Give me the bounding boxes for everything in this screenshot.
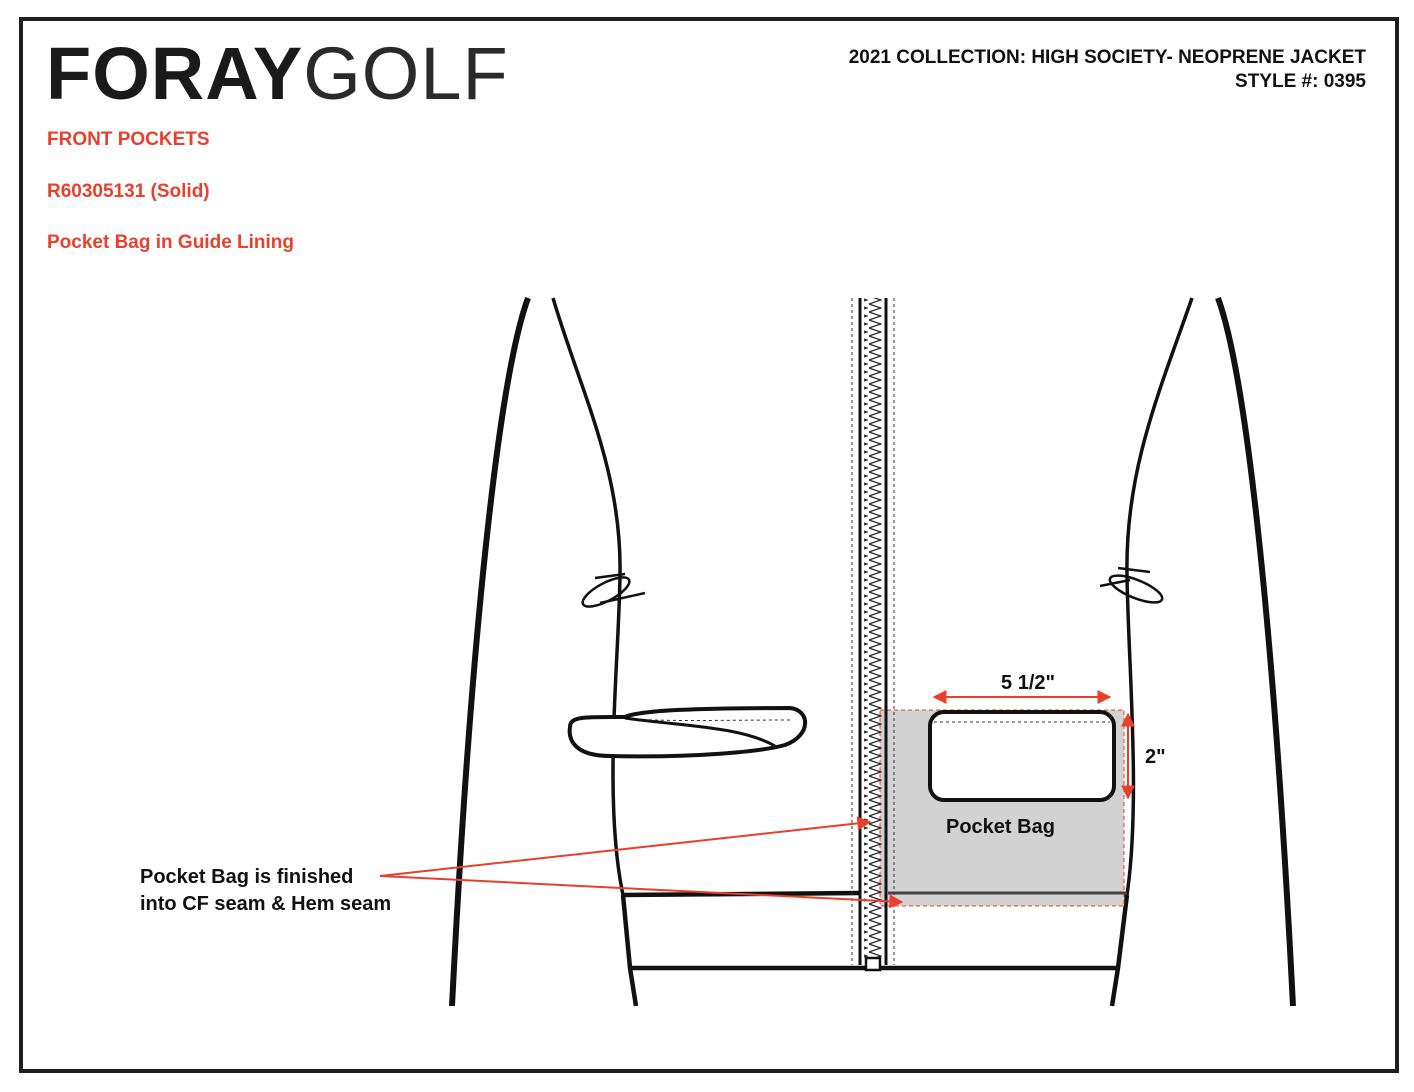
note-fabric-code: R60305131 (Solid) (47, 181, 210, 202)
callout-text-line1: Pocket Bag is finished (140, 866, 353, 888)
note-pocket-bag-lining: Pocket Bag in Guide Lining (47, 232, 295, 253)
pocket-width-label: 5 1/2" (1001, 672, 1055, 694)
logo-light-text: GOLF (303, 32, 509, 115)
left-armhole-seam (551, 297, 625, 896)
page-frame (19, 17, 1399, 1073)
center-front-zipper (851, 298, 895, 972)
right-armhole-seam (1125, 297, 1194, 896)
right-sleeve-outline (1215, 296, 1296, 1007)
style-number: STYLE #: 0395 (1235, 71, 1366, 92)
pocket-bag-label: Pocket Bag (946, 816, 1055, 838)
left-welt-pocket (567, 705, 808, 759)
left-body-lower (620, 894, 639, 1007)
pocket-height-label: 2" (1145, 746, 1166, 768)
left-side-tab (581, 572, 646, 608)
callout-arrow-hem-seam (379, 875, 904, 909)
callout-text-line2: into CF seam & Hem seam (140, 893, 391, 915)
spec-header: 2021 COLLECTION: HIGH SOCIETY- NEOPRENE … (849, 46, 1366, 94)
brand-logo: FORAYGOLF (46, 34, 509, 114)
right-side-tab (1099, 566, 1164, 604)
right-body-lower (1109, 894, 1130, 1007)
note-front-pockets: FRONT POCKETS (47, 129, 210, 150)
right-welt-pocket (928, 710, 1116, 802)
collection-title: 2021 COLLECTION: HIGH SOCIETY- NEOPRENE … (848, 47, 1366, 68)
left-sleeve-outline (449, 296, 531, 1007)
callout-arrow-cf-seam (379, 816, 872, 877)
logo-bold-text: FORAY (46, 32, 304, 115)
